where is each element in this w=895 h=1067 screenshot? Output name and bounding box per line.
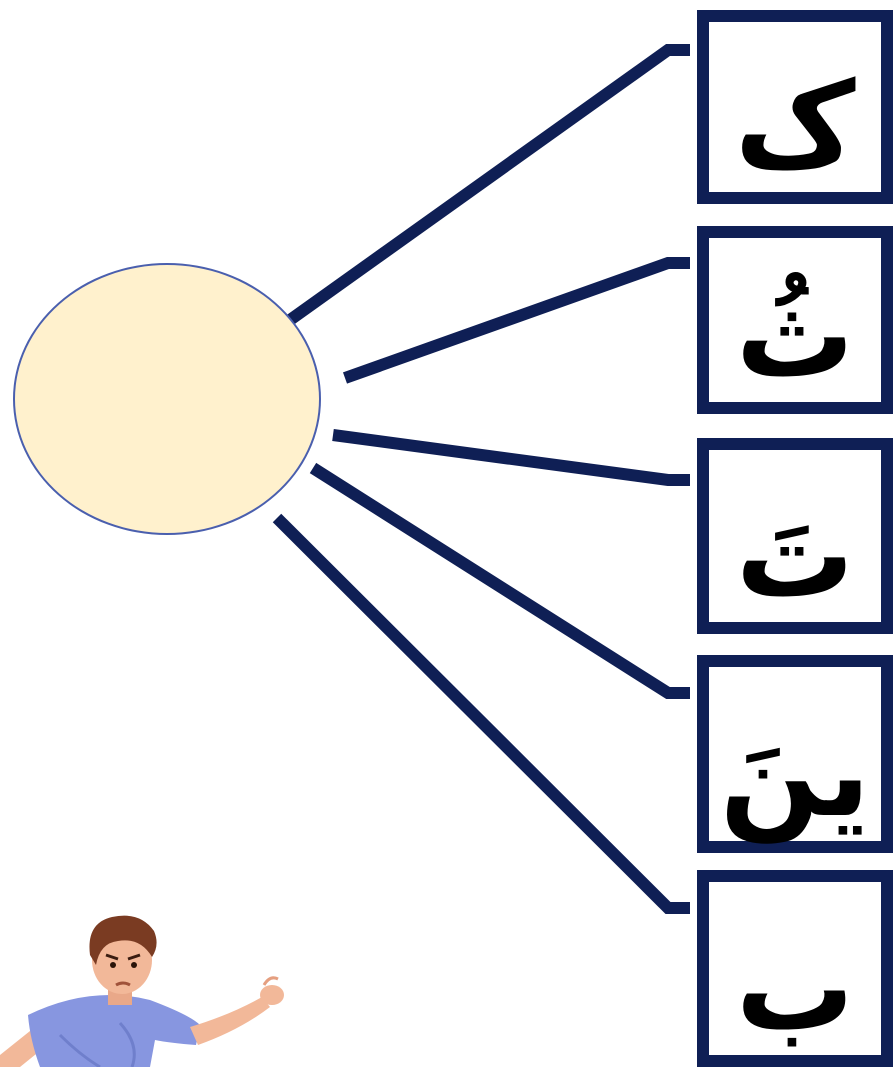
connector-line-4 [309,462,690,699]
letter-box-tha-damma[interactable]: ثُ [697,226,893,414]
letter-ba: ب [735,919,855,1057]
letter-tha-damma: ثُ [735,266,855,404]
letter-kaf: ک [734,56,856,194]
connector-line-1 [286,44,690,325]
letter-box-ba[interactable]: ب [697,870,893,1067]
center-answer-circle[interactable] [13,263,321,535]
letter-ta-fatha: تَ [735,486,855,624]
connector-line-2 [342,257,690,384]
letter-box-kaf[interactable]: ک [697,10,893,204]
connector-line-5 [272,513,690,914]
letter-yan-fatha: ينَ [719,705,871,843]
letter-box-yan-fatha[interactable]: ينَ [697,655,893,853]
connector-line-3 [332,429,690,486]
letter-box-ta-fatha[interactable]: تَ [697,438,893,634]
throwing-boy-illustration [0,915,284,1067]
